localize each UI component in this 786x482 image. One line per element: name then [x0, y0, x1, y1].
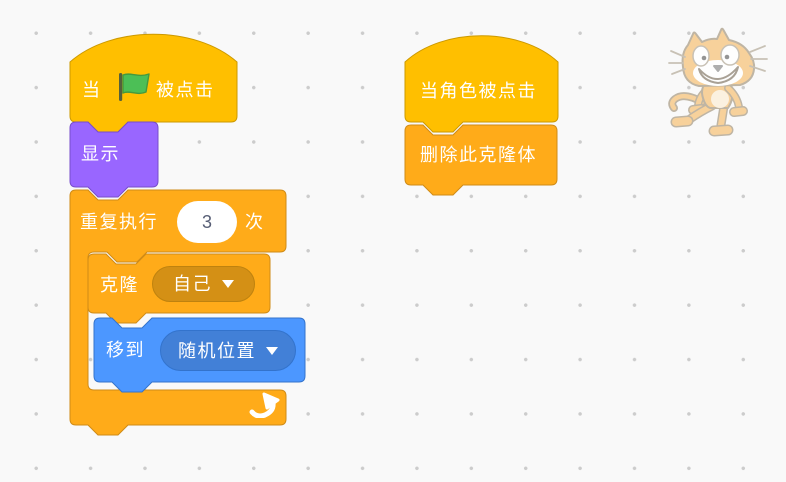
when-sprite-clicked-label: 当角色被点击 — [420, 81, 537, 101]
hat-block-shape — [69, 33, 238, 133]
goto-label: 移到 — [106, 340, 145, 360]
hat-block-shape — [404, 35, 559, 133]
block-when-flag-clicked[interactable]: 当 被点击 — [69, 33, 238, 133]
c-block-shape — [69, 189, 287, 436]
clone-label: 克隆 — [100, 275, 139, 295]
green-flag-icon — [119, 73, 150, 101]
clone-target-dropdown[interactable]: 自己 — [152, 266, 255, 302]
stack-block-shape — [69, 121, 159, 198]
block-show[interactable]: 显示 — [69, 121, 159, 198]
block-delete-clone[interactable]: 删除此克隆体 — [404, 124, 558, 196]
dropdown-arrow-icon — [266, 346, 278, 355]
repeat-times-label: 次 — [245, 212, 265, 232]
dropdown-arrow-icon — [222, 280, 234, 288]
block-goto[interactable]: 移到 随机位置 — [93, 317, 306, 393]
repeat-count-input[interactable]: 3 — [177, 201, 237, 243]
show-label: 显示 — [81, 144, 120, 164]
loop-arrow-icon — [249, 392, 280, 418]
scratch-cat-sprite[interactable] — [668, 26, 770, 140]
goto-target-dropdown[interactable]: 随机位置 — [160, 330, 296, 371]
block-when-sprite-clicked[interactable]: 当角色被点击 — [404, 33, 559, 133]
repeat-label: 重复执行 — [80, 212, 158, 232]
delete-clone-label: 删除此克隆体 — [420, 145, 537, 165]
when-label: 当 — [82, 80, 102, 100]
block-repeat[interactable]: 重复执行 3 次 — [69, 189, 287, 436]
stack-block-shape — [404, 124, 558, 196]
clone-target-value: 自己 — [173, 274, 212, 294]
clicked-label: 被点击 — [156, 80, 215, 100]
block-create-clone[interactable]: 克隆 自己 — [87, 253, 271, 324]
goto-target-value: 随机位置 — [178, 340, 256, 361]
repeat-count-value: 3 — [201, 212, 212, 232]
